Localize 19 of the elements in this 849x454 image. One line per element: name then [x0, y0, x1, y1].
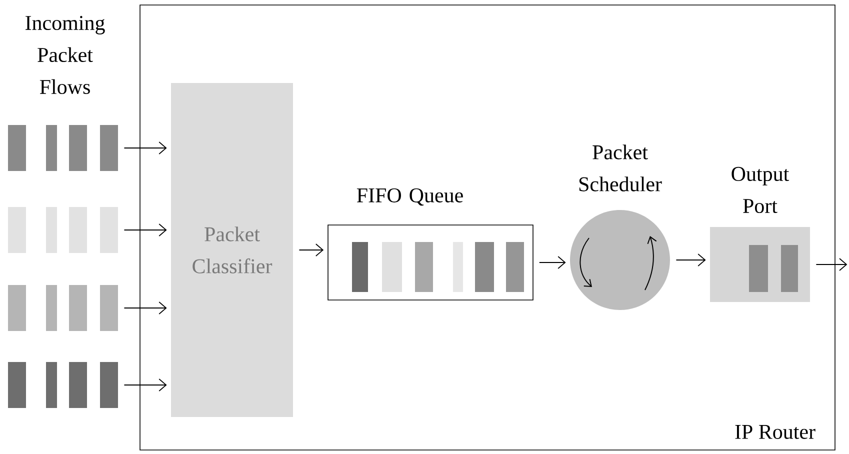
packet-row-drawing — [8, 207, 118, 253]
classifier-band: Packet Classifier — [171, 83, 293, 417]
arrow — [298, 244, 324, 256]
packet-row-drawing — [8, 362, 118, 408]
arrow — [538, 256, 566, 269]
arrow — [124, 142, 167, 154]
output-port-box: Output Port — [710, 166, 810, 302]
packet-row-drawing — [8, 125, 118, 171]
node-label: Packet Scheduler — [579, 144, 662, 192]
arrow — [124, 378, 167, 392]
queue-box: FIFO Queue — [328, 188, 534, 300]
caption-text: Incoming Packet Flows — [26, 16, 105, 94]
node-label: FIFO Queue — [356, 188, 463, 206]
arrow — [816, 258, 848, 271]
packet-row-drawing — [8, 285, 118, 331]
arrow — [124, 224, 167, 236]
arrow — [676, 254, 706, 266]
arrow — [124, 302, 167, 314]
node-label: Output Port — [732, 166, 790, 214]
